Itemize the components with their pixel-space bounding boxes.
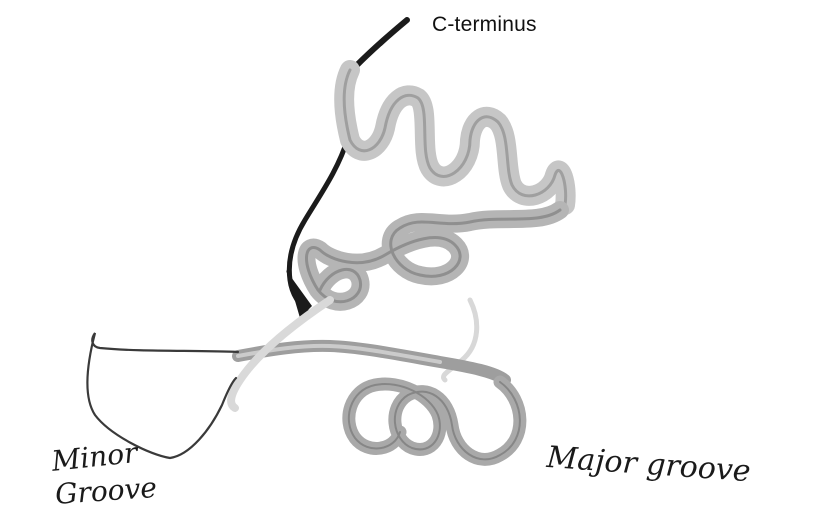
c-terminus-label: C-terminus bbox=[432, 13, 537, 37]
lower-helix bbox=[349, 382, 520, 459]
middle-helix bbox=[306, 210, 560, 302]
upper-helix bbox=[344, 70, 565, 205]
c-terminus-coil bbox=[356, 20, 407, 66]
